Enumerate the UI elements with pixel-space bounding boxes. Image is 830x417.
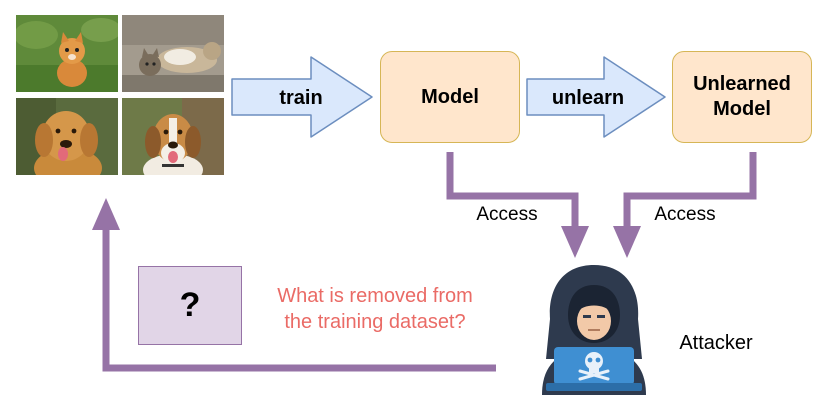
train-block-arrow (231, 56, 373, 138)
model-label: Model (421, 85, 479, 108)
access-left-arrowhead (561, 226, 589, 258)
attacker-icon (542, 265, 646, 395)
access-right-label: Access (654, 204, 716, 225)
access-left-label: Access (476, 204, 538, 225)
dataset-image-cats-playing (122, 15, 224, 92)
question-text: What is removed from the training datase… (250, 283, 500, 335)
unlearned-model-label-line2: Model (713, 98, 771, 120)
dataset-image-golden-retriever (16, 98, 118, 175)
return-arrowhead (92, 198, 120, 230)
unlearn-block-arrow (526, 56, 666, 138)
unlearned-model-box: Unlearned Model (672, 51, 812, 143)
dataset-image-beagle (122, 98, 224, 175)
question-symbol: ? (179, 286, 201, 324)
unlearn-label: unlearn (551, 86, 625, 109)
access-right-arrow-line (623, 152, 757, 232)
dataset-image-kitten (16, 15, 118, 92)
model-box: Model (380, 51, 520, 143)
question-text-line2: the training dataset? (284, 311, 466, 333)
return-arrow-line (102, 224, 496, 372)
question-box: ? (138, 266, 242, 345)
unlearned-model-label-line1: Unlearned (693, 73, 791, 95)
question-text-line1: What is removed from (277, 285, 473, 307)
access-right-arrowhead (613, 226, 641, 258)
access-left-arrow-line (446, 152, 579, 232)
attacker-label: Attacker (679, 331, 753, 354)
train-label: train (279, 86, 323, 109)
